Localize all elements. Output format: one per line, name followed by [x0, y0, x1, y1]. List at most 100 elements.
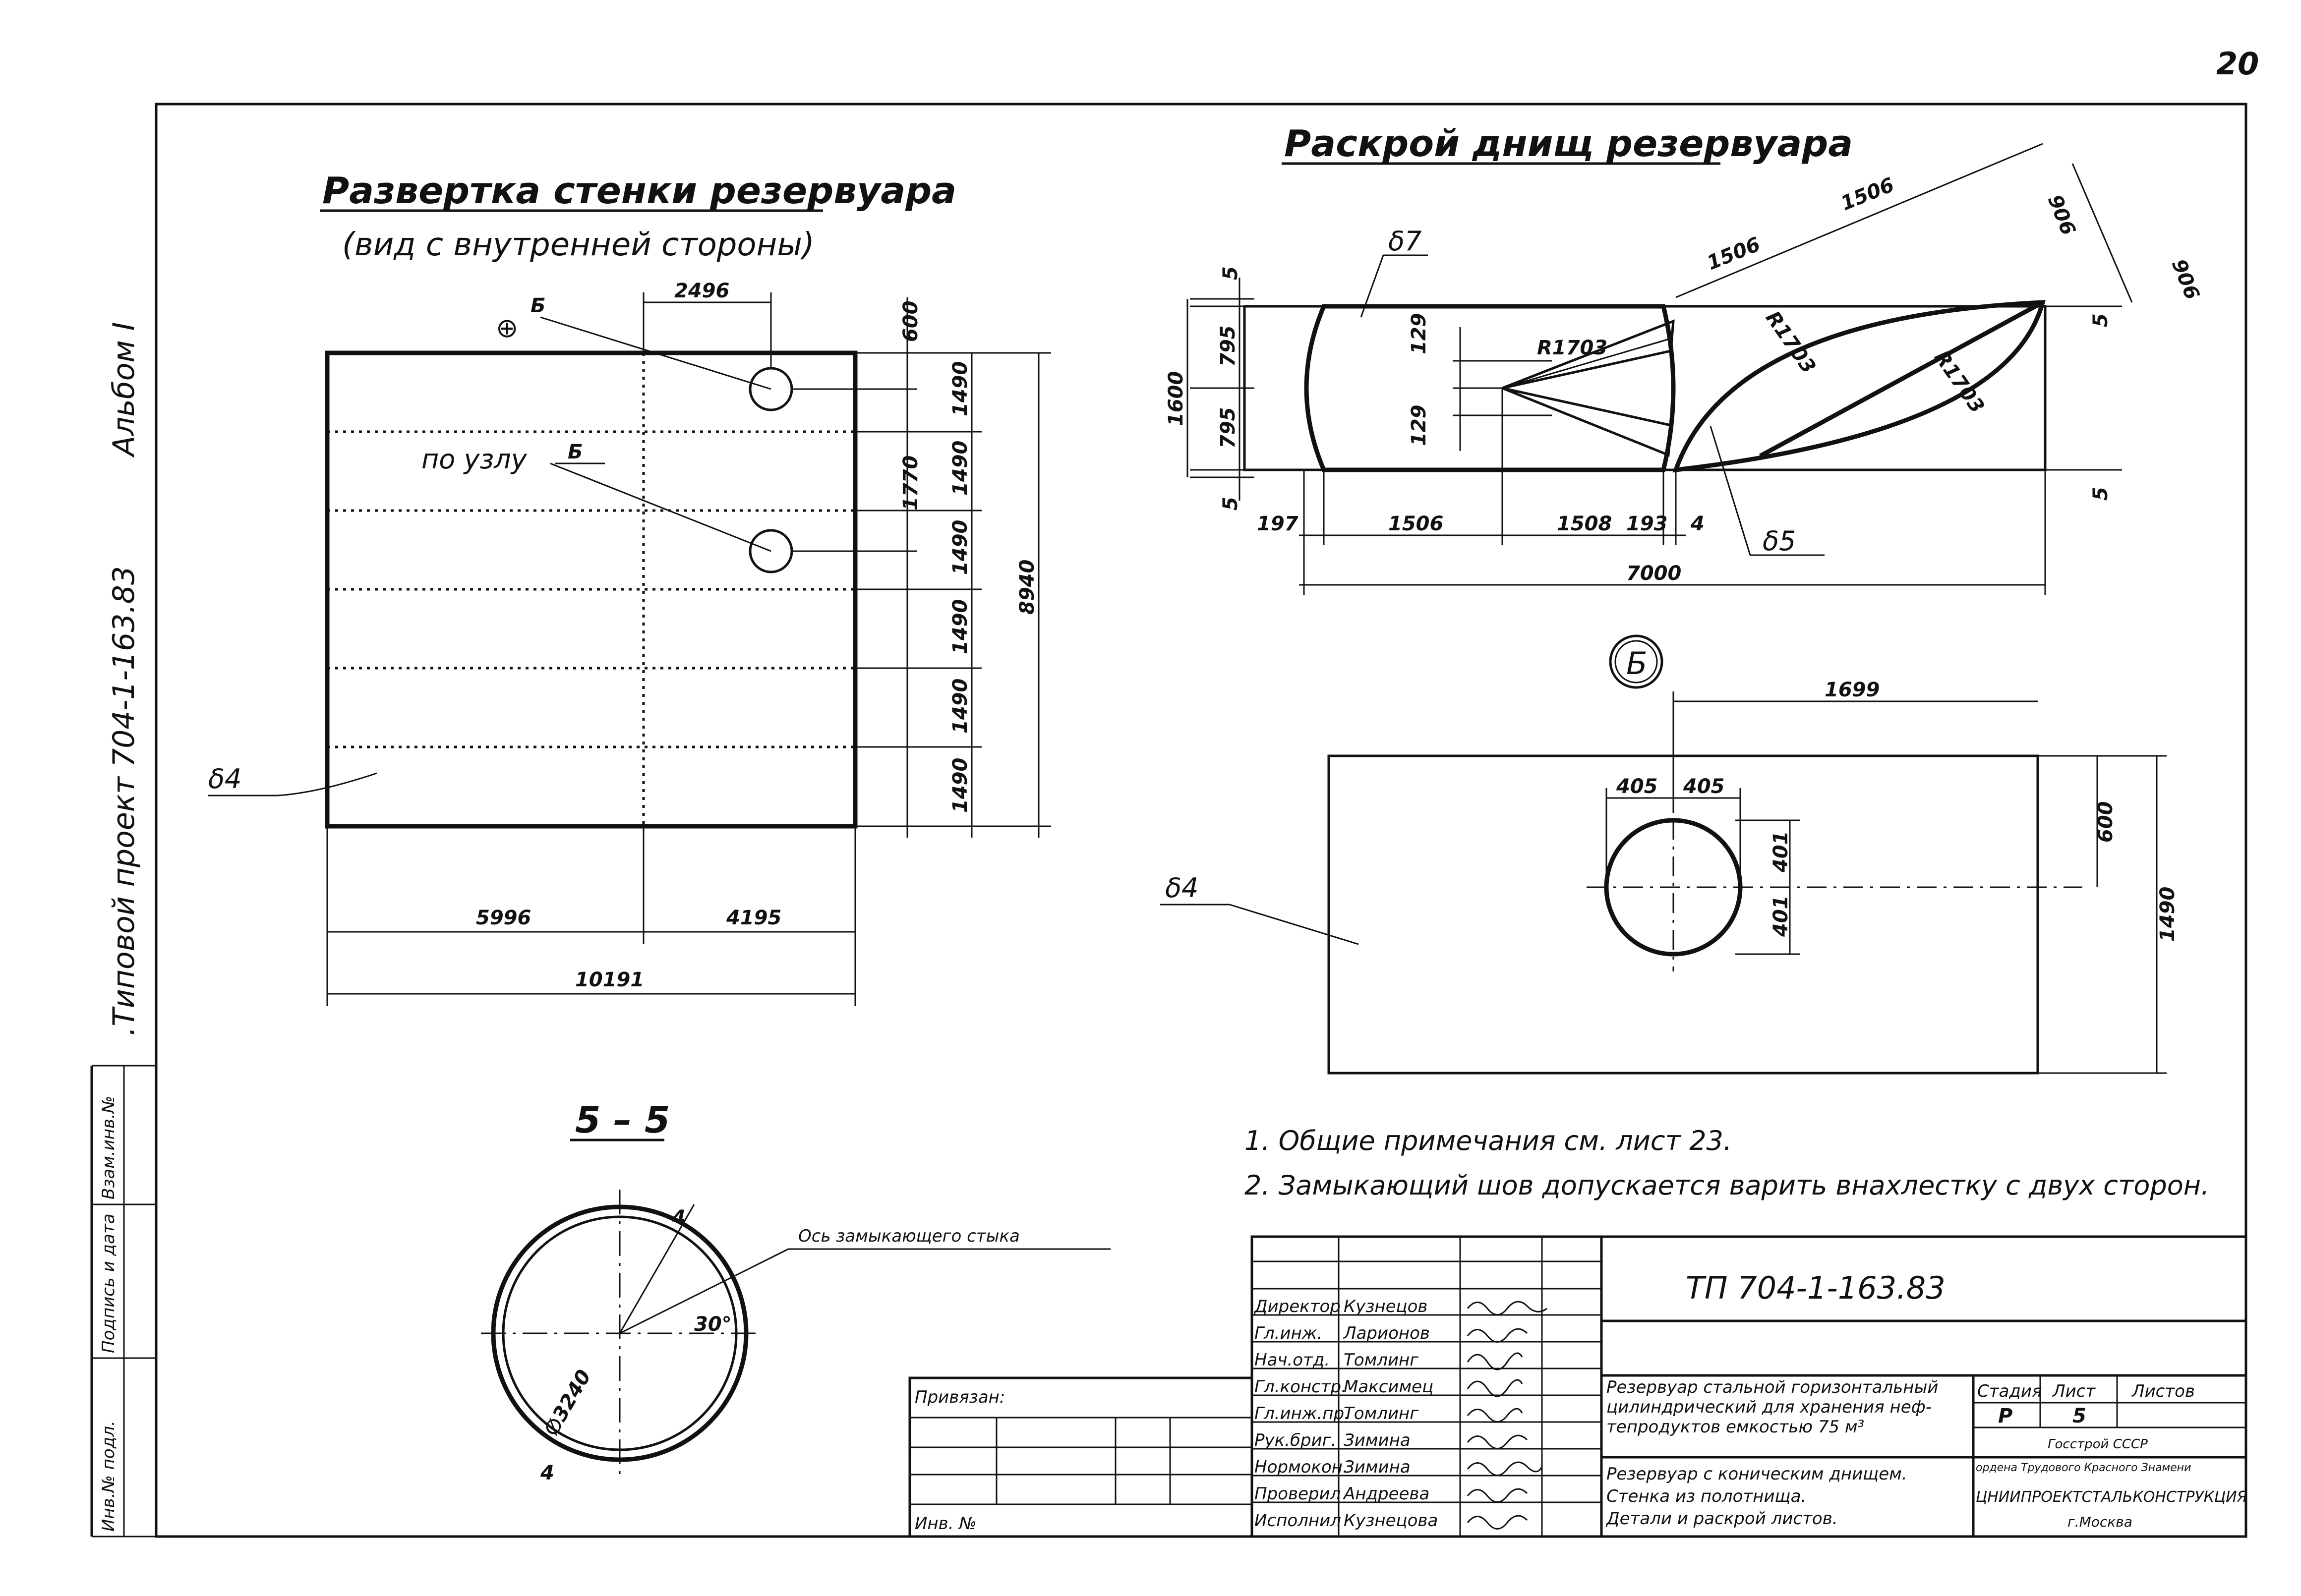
stamp-sheet-no: 5: [2072, 1405, 2086, 1427]
wall-dim-row: 1490: [949, 599, 972, 654]
wall-top-ref: Б: [531, 294, 546, 317]
stamp-object-line: тепродуктов емкостью 75 м³: [1606, 1417, 1864, 1437]
wall-node-label: по узлу: [421, 444, 528, 475]
node-b-dim-600: 600: [2094, 801, 2117, 843]
bottoms-dim-129a: 129: [1408, 313, 1430, 355]
stamp-role: Нач.отд.: [1254, 1350, 1330, 1370]
stamp-name: Томлинг: [1344, 1404, 1419, 1424]
stamp-role: Нормокон.: [1254, 1457, 1348, 1477]
stamp-org: ордена Трудового Красного Знамени: [1976, 1462, 2191, 1474]
node-b-marker: [1609, 634, 1663, 689]
note-2: 2. Замыкающий шов допускается варить вна…: [1244, 1170, 2209, 1201]
wall-dim-bottom-total: 10191: [575, 969, 644, 991]
stamp-role: Исполнил: [1254, 1511, 1341, 1531]
bottoms-dim-right-5a: 5: [2089, 313, 2112, 327]
stamp-name: Кузнецова: [1344, 1511, 1438, 1531]
stamp-sheet-line: Стенка из полотнища.: [1606, 1486, 1806, 1506]
wall-dim-total-h: 8940: [1016, 560, 1039, 615]
node-b-dim-top: 1699: [1825, 679, 1880, 701]
bottoms-dim-right-5b: 5: [2089, 487, 2112, 501]
wall-dim-top: 2496: [674, 280, 729, 302]
wall-top-leader: [540, 316, 771, 390]
section-axis-leader: [619, 1248, 789, 1334]
stamp-role: Директор: [1253, 1297, 1341, 1316]
node-b-label: Б: [1626, 645, 1648, 682]
stamp-role: Проверил: [1254, 1484, 1341, 1504]
wall-right-dims: [793, 297, 1051, 838]
bottoms-dim-197: 197: [1257, 513, 1298, 535]
stamp-doc-code: ТП 704-1-163.83: [1686, 1270, 1946, 1306]
stamp-role: Рук.бриг.: [1254, 1430, 1336, 1450]
stamp-inv: Инв. №: [915, 1514, 977, 1534]
wall-seams: [327, 353, 855, 826]
side-album: Альбом I: [107, 322, 141, 458]
wall-hole-node: [749, 529, 793, 573]
bottoms-dim-1508: 1508: [1557, 513, 1612, 535]
bottoms-diag-dim-line: [1675, 143, 2043, 298]
left-col-inv-original: Инв.№ подл.: [99, 1421, 118, 1532]
wall-dim-row: 1490: [949, 361, 972, 416]
section-title: 5 – 5: [575, 1099, 670, 1141]
bottoms-bottom-dims: [1299, 388, 2046, 595]
stamp-privyazan: Привязан:: [915, 1387, 1005, 1407]
wall-dim-bottom-right: 4195: [726, 907, 781, 929]
bottoms-title: Раскрой днищ резервуара: [1284, 122, 1853, 165]
bottoms-dim-5-top: 5: [1219, 266, 1242, 280]
bottoms-left-dims: [1186, 278, 1254, 501]
wall-top-ref-mark: ⊕: [496, 312, 518, 343]
bottoms-mark-right: δ5: [1763, 525, 1796, 557]
stamp-sheet-line: Резервуар с коническим днищем.: [1606, 1464, 1907, 1484]
stamp-name: Томлинг: [1344, 1350, 1419, 1370]
node-b-dim-405-left: 405: [1616, 775, 1658, 798]
radius-label: R1703: [1537, 337, 1607, 359]
node-b-plate: [1327, 754, 2039, 1075]
bottom-cone-wedge: [1502, 319, 1675, 390]
section-axis-label: Ось замыкающего стыка: [798, 1226, 1020, 1246]
node-b-dim-1490: 1490: [2156, 887, 2179, 942]
bottoms-dim-5-bottom: 5: [1219, 497, 1242, 511]
stamp-sheets-head: Листов: [2131, 1381, 2195, 1401]
node-b-dim-401b: 401: [1770, 896, 1792, 938]
wall-node-leader: [550, 462, 771, 552]
bottoms-dim-height: 1600: [1165, 371, 1187, 426]
stamp-org: г.Москва: [2067, 1514, 2132, 1530]
bottoms-dim-906b: 906: [2167, 256, 2204, 303]
bottom-cone-wedge: [1502, 387, 1672, 457]
bottoms-dim-total: 7000: [1626, 562, 1681, 585]
section-angle: 30°: [694, 1313, 732, 1336]
bottoms-dim-129b: 129: [1408, 405, 1430, 447]
stamp-object-line: Резервуар стальной горизонтальный: [1606, 1377, 1938, 1397]
stamp-org: ЦНИИПРОЕКТСТАЛЬКОНСТРУКЦИЯ: [1976, 1488, 2247, 1506]
bottoms-dim-4: 4: [1690, 513, 1705, 535]
wall-dim-bottom-left: 5996: [476, 907, 531, 929]
stamp-sheet-head: Лист: [2052, 1381, 2096, 1401]
bottoms-dim-795b: 795: [1217, 407, 1239, 449]
stamp-org: Госстрой СССР: [2048, 1437, 2148, 1452]
bottoms-dim-795a: 795: [1217, 326, 1239, 367]
wall-dim-row: 1490: [949, 679, 972, 734]
wall-dim-row: 1490: [949, 520, 972, 575]
stamp-object-line: цилиндрический для хранения неф-: [1606, 1397, 1932, 1417]
wall-mark-leader: [277, 772, 377, 797]
bottoms-mark-left: δ7: [1388, 226, 1421, 257]
stamp-name: Андреева: [1343, 1484, 1429, 1504]
signature-scribbles: [1467, 1301, 1547, 1530]
stamp-name: Максимец: [1344, 1377, 1433, 1397]
stamp-name: Зимина: [1344, 1430, 1411, 1450]
wall-mark: δ4: [208, 763, 241, 795]
left-col-sign-date: Подпись и дата: [99, 1213, 118, 1353]
stamp-name: Зимина: [1344, 1457, 1411, 1477]
node-b-mark: δ4: [1165, 872, 1198, 904]
stamp-stage-head: Стадия: [1977, 1381, 2042, 1401]
wall-dim-1770: 1770: [899, 456, 922, 511]
wall-subtitle: (вид с внутренней стороны): [342, 227, 815, 263]
wall-node-ref: Б: [568, 441, 583, 463]
section-diameter: ∅3240: [540, 1366, 596, 1440]
stamp-name: Ларионов: [1343, 1323, 1430, 1343]
bottoms-dim-diag-1506a: 1506: [1704, 233, 1764, 275]
page-number: 20: [2216, 46, 2259, 82]
left-col-replace-inv: Взам.инв.№: [99, 1096, 118, 1199]
wall-bottom-dims: [326, 826, 856, 1006]
